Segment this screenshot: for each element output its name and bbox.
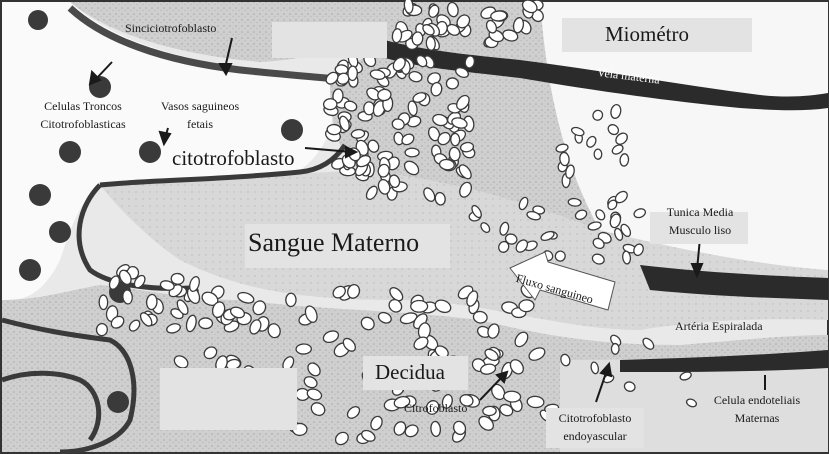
cell [286, 293, 296, 306]
label-citotrofoblasto-endovascular-2: endoyascular [546, 430, 644, 444]
cell [96, 323, 108, 336]
label-fetais: fetais [165, 118, 235, 132]
cell [611, 344, 619, 355]
label-citotrofoblasticas: Citotrofoblasticas [20, 118, 146, 132]
cell [411, 300, 428, 312]
label-celulas-troncos: Celulas Troncos [24, 100, 142, 114]
label-miometro: Miométro [605, 22, 689, 46]
label-tunica-media: Tunica Media [645, 206, 755, 220]
cell [483, 406, 497, 416]
label-citotrofoblasto-endovascular-1: Citotrofoblasto [546, 412, 644, 426]
cell [146, 294, 157, 310]
cell [348, 66, 358, 81]
cell [99, 295, 108, 310]
label-celula-endoteliais-2: Maternas [692, 412, 822, 426]
cell [405, 148, 419, 157]
label-decidua: Decidua [375, 360, 445, 384]
cell [446, 78, 458, 89]
cell [323, 98, 337, 110]
cell [296, 344, 312, 355]
cell [490, 10, 507, 21]
cell [199, 318, 213, 329]
label-arteria-espiralada: Artéria Espiralada [675, 320, 763, 334]
label-celula-endoteliais-1: Celula endoteliais [692, 394, 822, 408]
label-sinciciotrofoblasto: Sinciciotrofoblasto [125, 22, 216, 36]
cell [450, 133, 460, 146]
label-vasos-saguineos: Vasos saguineos [145, 100, 255, 114]
label-citrofoblasto: Citrofoblasto [404, 402, 467, 416]
cell [364, 102, 375, 115]
cell [519, 299, 535, 312]
cell [426, 36, 436, 50]
cell [327, 124, 341, 135]
label-sangue-materno: Sangue Materno [248, 228, 419, 258]
label-citotrofoblasto: citotrofoblasto [172, 146, 294, 170]
cell [594, 149, 602, 159]
label-musculo-liso: Musculo liso [645, 224, 755, 238]
cell [527, 396, 544, 408]
cell [503, 391, 521, 403]
